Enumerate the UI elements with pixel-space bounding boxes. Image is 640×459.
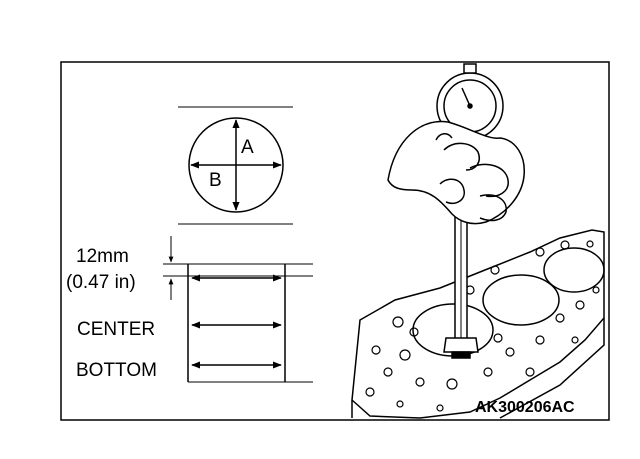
cylinder-bore-2 [482,274,560,326]
figure-code-label: AK300206AC [475,399,575,416]
measuring-levels: 12mm (0.47 in) CENTER BOTTOM [66,236,313,383]
bore-cross-section: A B [178,106,293,225]
dial-pivot [467,103,473,109]
figure-frame [60,61,610,421]
finger-1 [443,142,480,171]
block-detail-holes [365,240,600,412]
gauge-head [443,337,479,353]
direction-a-label: A [241,137,254,158]
depth-mm-label: 12mm [76,246,129,267]
bottom-label: BOTTOM [76,360,157,381]
block-deck-outline [351,229,605,419]
dial-cap [463,63,477,74]
hand-illustration [387,120,525,225]
cylinder-block-illustration [351,229,605,419]
direction-b-label: B [209,170,222,191]
finger-3 [479,194,507,222]
thumb [439,178,465,204]
block-side-face [351,318,605,419]
gauge-anvil [451,351,471,359]
dial-needle [461,87,471,107]
depth-in-label: (0.47 in) [66,272,136,293]
bore-circle [188,117,284,213]
cylinder-bore-3 [543,247,605,293]
center-label: CENTER [77,319,155,340]
finger-tip [435,133,453,141]
hand-palm [387,120,525,225]
